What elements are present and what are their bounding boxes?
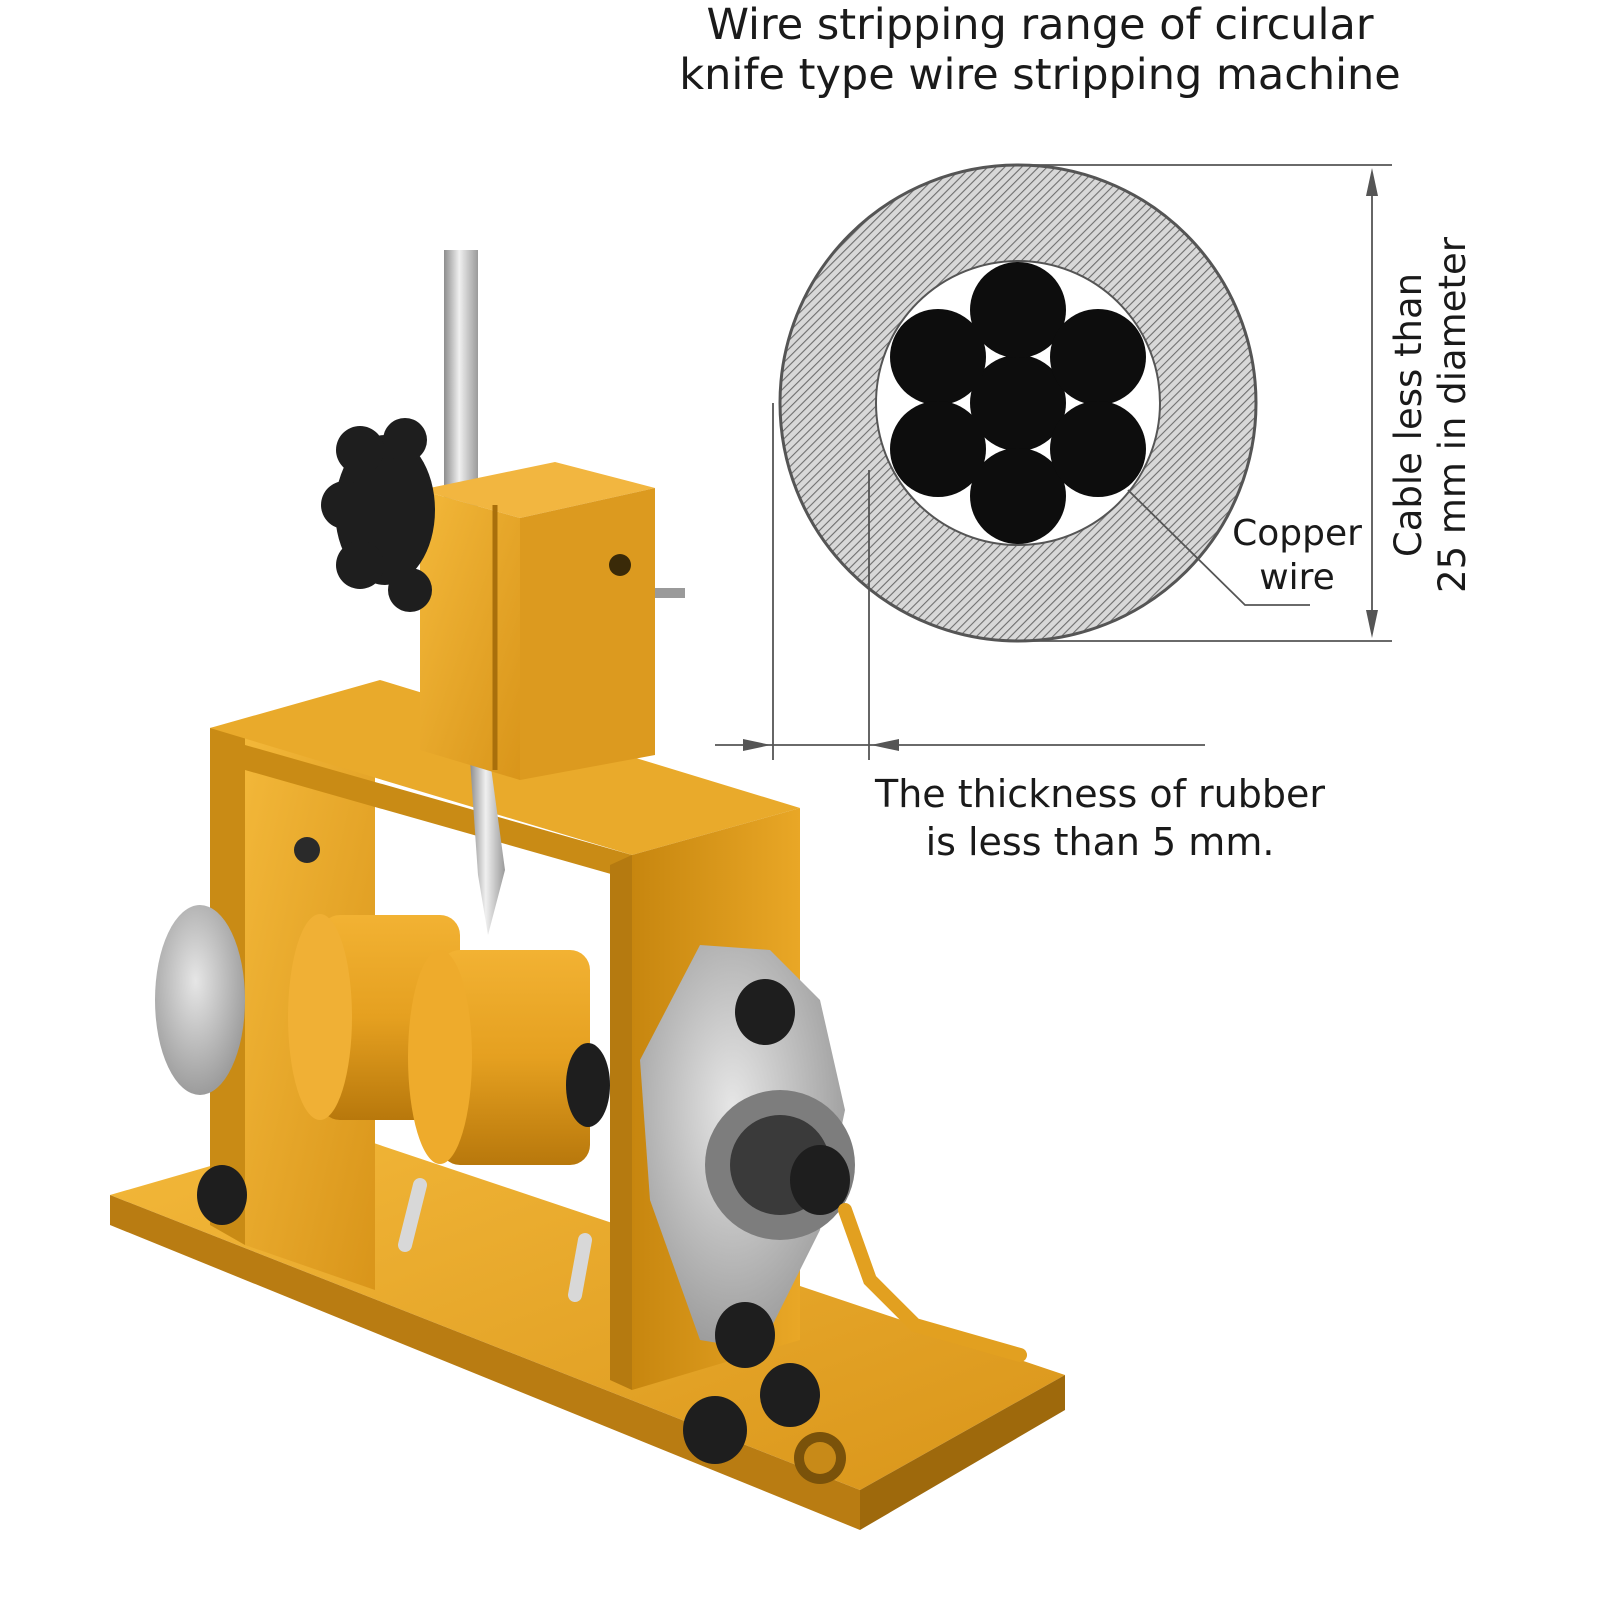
roller-right-body [440, 950, 590, 1165]
wire-stripping-machine-icon [110, 250, 1065, 1530]
loose-bolts [197, 1165, 820, 1464]
adjuster-block-front [420, 490, 520, 780]
rubber-label-line-1: The thickness of rubber [875, 772, 1325, 816]
cable-label-line-1: Cable less than [1387, 272, 1430, 558]
roller-left-end [288, 914, 352, 1120]
roller-right-end [408, 950, 472, 1164]
roller-right-shaft [566, 1043, 610, 1127]
crank-handle [838, 1203, 1027, 1362]
housing-bolt-bottom [715, 1302, 775, 1368]
strand-top [970, 262, 1066, 358]
strand-upper-right [1050, 309, 1146, 405]
title-line-2: knife type wire stripping machine [679, 50, 1401, 100]
wire-guide-right [568, 1233, 592, 1302]
strand-center [970, 355, 1066, 451]
blade [470, 760, 505, 935]
conductor-strands [890, 262, 1146, 544]
title-line-1: Wire stripping range of circular [706, 0, 1374, 50]
base-plate-side [860, 1375, 1065, 1530]
star-knob-icon [321, 418, 435, 612]
diagram-title: Wire stripping range of circular knife t… [630, 0, 1450, 100]
base-hole-inner [804, 1442, 836, 1474]
copper-wire-label: Copper wire [1222, 512, 1372, 600]
diameter-dimension [1018, 164, 1392, 642]
adjuster-block-top [420, 462, 655, 518]
rubber-thickness-label: The thickness of rubber is less than 5 m… [820, 770, 1380, 866]
cable-cross-section-icon [778, 163, 1258, 643]
adjuster-block-side [520, 488, 655, 780]
strand-bottom [970, 448, 1066, 544]
copper-leader-line [1127, 489, 1310, 606]
frame-top-front [245, 745, 632, 880]
strand-lower-right [1050, 401, 1146, 497]
rubber-label-line-2: is less than 5 mm. [925, 820, 1275, 864]
strand-upper-left [890, 309, 986, 405]
frame-right-leg-front [610, 855, 632, 1390]
copper-label-line-2: wire [1259, 557, 1335, 598]
left-bearing [155, 905, 245, 1095]
base-plate-front [110, 1195, 860, 1530]
copper-label-line-1: Copper [1232, 513, 1362, 554]
rubber-thickness-dimension [715, 403, 1205, 760]
adjuster-screw [655, 588, 685, 598]
frame-hole [294, 837, 320, 863]
adjuster-hole [609, 554, 631, 576]
cable-label-line-2: 25 mm in diameter [1431, 237, 1474, 593]
cable-diameter-label: Cable less than 25 mm in diameter [1387, 175, 1477, 655]
strand-lower-left [890, 401, 986, 497]
shaft-end [790, 1145, 850, 1215]
wire-guide-left [398, 1178, 427, 1252]
housing-bolt-top [735, 979, 795, 1045]
